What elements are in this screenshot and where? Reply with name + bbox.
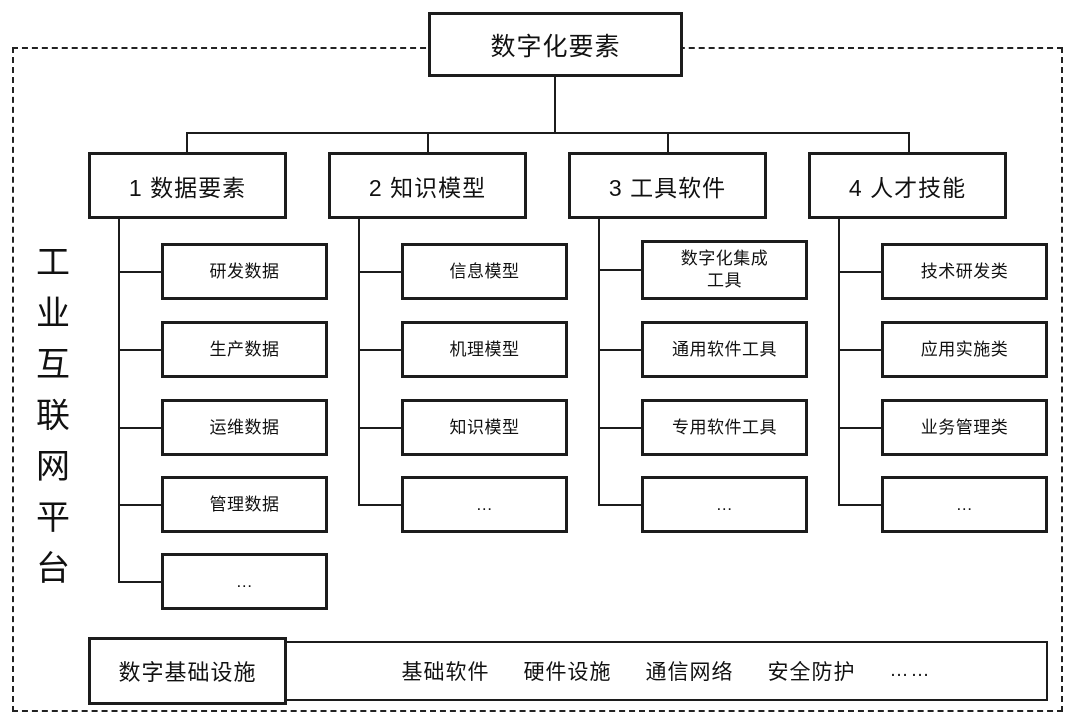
connector-drop-2	[427, 132, 429, 153]
leaf-node-4-3: 业务管理类	[881, 399, 1048, 456]
infrastructure-item: 基础软件	[401, 661, 490, 684]
connector-stub-1-4	[118, 504, 161, 506]
infrastructure-item: 硬件设施	[523, 661, 612, 684]
platform-label: 工业互联网平台	[36, 244, 70, 588]
leaf-node-3-3: 专用软件工具	[641, 399, 808, 456]
infrastructure-strip	[285, 641, 1048, 701]
connector-drop-3	[667, 132, 669, 153]
category-node-3: 3 工具软件	[568, 152, 767, 219]
category-node-1: 1 数据要素	[88, 152, 287, 219]
leaf-node-4-1: 技术研发类	[881, 243, 1048, 300]
connector-trunk-3	[598, 219, 600, 505]
connector-stub-1-3	[118, 427, 161, 429]
leaf-node-3-1: 数字化集成 工具	[641, 240, 808, 300]
leaf-node-2-2: 机理模型	[401, 321, 568, 378]
connector-stub-1-5	[118, 581, 161, 583]
leaf-node-1-3: 运维数据	[161, 399, 328, 456]
connector-stub-4-2	[838, 349, 881, 351]
leaf-node-4-2: 应用实施类	[881, 321, 1048, 378]
connector-stub-2-4	[358, 504, 401, 506]
connector-stub-4-3	[838, 427, 881, 429]
infrastructure-node: 数字基础设施	[88, 637, 287, 705]
leaf-node-3-4: …	[641, 476, 808, 533]
leaf-node-1-4: 管理数据	[161, 476, 328, 533]
connector-stub-3-4	[598, 504, 641, 506]
category-node-2: 2 知识模型	[328, 152, 527, 219]
connector-stub-3-2	[598, 349, 641, 351]
connector-drop-1	[186, 132, 188, 153]
leaf-node-1-1: 研发数据	[161, 243, 328, 300]
root-node: 数字化要素	[428, 12, 683, 77]
connector-stub-1-2	[118, 349, 161, 351]
connector-stub-1-1	[118, 271, 161, 273]
connector-stub-3-3	[598, 427, 641, 429]
connector-stub-2-2	[358, 349, 401, 351]
platform-boundary	[12, 47, 1063, 712]
connector-stub-2-3	[358, 427, 401, 429]
leaf-node-4-4: …	[881, 476, 1048, 533]
connector-stub-2-1	[358, 271, 401, 273]
connector-stub-4-1	[838, 271, 881, 273]
leaf-node-2-3: 知识模型	[401, 399, 568, 456]
leaf-node-1-5: …	[161, 553, 328, 610]
infrastructure-item-list: 基础软件 硬件设施 通信网络 安全防护 ……	[285, 641, 1048, 701]
category-node-4: 4 人才技能	[808, 152, 1007, 219]
leaf-node-3-2: 通用软件工具	[641, 321, 808, 378]
connector-trunk-2	[358, 219, 360, 505]
leaf-node-2-4: …	[401, 476, 568, 533]
leaf-node-1-2: 生产数据	[161, 321, 328, 378]
connector-trunk-1	[118, 219, 120, 582]
infrastructure-item: 安全防护	[767, 661, 856, 684]
connector-drop-4	[908, 132, 910, 153]
infrastructure-item: 通信网络	[645, 661, 734, 684]
connector-stub-4-4	[838, 504, 881, 506]
connector-root-stem	[554, 77, 556, 133]
connector-bus	[186, 132, 910, 134]
leaf-node-2-1: 信息模型	[401, 243, 568, 300]
connector-trunk-4	[838, 219, 840, 505]
infrastructure-item-ellipsis: ……	[889, 660, 932, 681]
connector-stub-3-1	[598, 269, 641, 271]
